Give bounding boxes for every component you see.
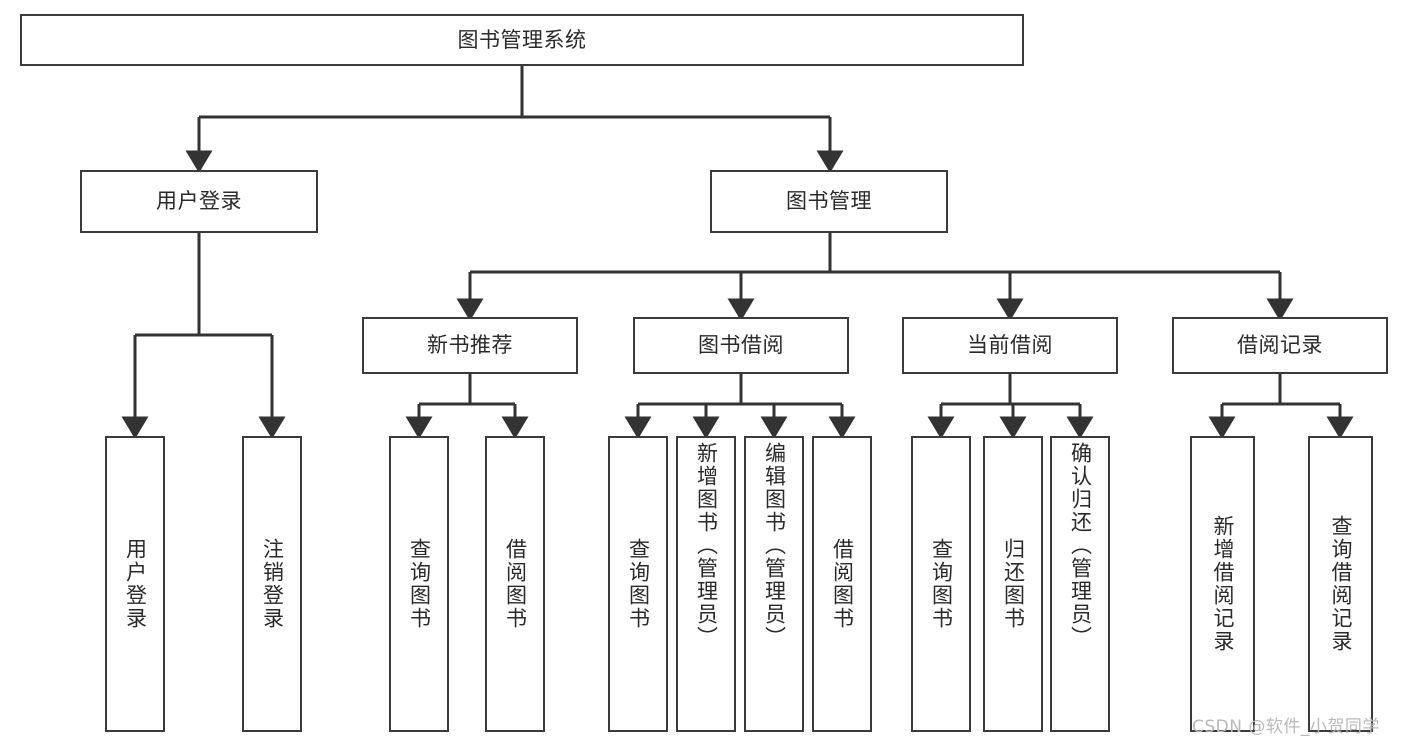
node-leaf-query-book-current[interactable]: 查询图书: [911, 436, 971, 732]
node-leaf-edit-book-admin[interactable]: 编辑图书（管理员）: [744, 436, 804, 732]
csdn-watermark: CSDN @软件_小贺同学: [1192, 717, 1380, 737]
node-leaf-query-book-recommend-label: 查询图书: [407, 538, 432, 630]
node-leaf-query-book-borrow-label: 查询图书: [626, 538, 651, 630]
node-book-management[interactable]: 图书管理: [710, 170, 948, 233]
node-leaf-edit-book-admin-label: 编辑图书（管理员）: [762, 442, 787, 649]
connectors-new-book-recommend: [405, 374, 529, 439]
node-leaf-return-book[interactable]: 归还图书: [983, 436, 1043, 732]
node-new-book-recommend-label: 新书推荐: [427, 333, 513, 358]
node-borrow-record[interactable]: 借阅记录: [1172, 317, 1388, 374]
node-leaf-return-book-label: 归还图书: [1001, 538, 1026, 630]
node-current-borrow-label: 当前借阅: [967, 333, 1053, 358]
node-root-system[interactable]: 图书管理系统: [20, 14, 1024, 66]
node-leaf-query-borrow-record[interactable]: 查询借阅记录: [1308, 436, 1373, 732]
node-leaf-query-book-current-label: 查询图书: [929, 538, 954, 630]
node-leaf-add-borrow-record-label: 新增借阅记录: [1210, 515, 1235, 653]
node-leaf-user-login-label: 用户登录: [123, 538, 148, 630]
node-leaf-add-book-admin-label: 新增图书（管理员）: [694, 442, 719, 649]
node-leaf-query-book-borrow[interactable]: 查询图书: [608, 436, 668, 732]
node-leaf-confirm-return-admin[interactable]: 确认归还（管理员）: [1050, 436, 1110, 732]
connectors-root: [185, 66, 844, 173]
node-leaf-user-login[interactable]: 用户登录: [105, 436, 165, 732]
node-borrow-record-label: 借阅记录: [1237, 333, 1323, 358]
connectors-book-borrow: [624, 374, 856, 439]
connectors-user-login: [121, 233, 286, 439]
node-leaf-borrow-book-label: 借阅图书: [830, 538, 855, 630]
node-user-login-label: 用户登录: [156, 189, 242, 214]
node-leaf-borrow-book[interactable]: 借阅图书: [812, 436, 872, 732]
node-current-borrow[interactable]: 当前借阅: [902, 317, 1118, 374]
node-leaf-query-borrow-record-label: 查询借阅记录: [1328, 515, 1353, 653]
node-leaf-borrow-book-recommend-label: 借阅图书: [503, 538, 528, 630]
node-leaf-add-borrow-record[interactable]: 新增借阅记录: [1190, 436, 1255, 732]
node-book-management-label: 图书管理: [786, 189, 872, 214]
node-new-book-recommend[interactable]: 新书推荐: [362, 317, 578, 374]
node-user-login[interactable]: 用户登录: [80, 170, 318, 233]
connectors-book-management: [456, 233, 1294, 321]
node-leaf-logout-login-label: 注销登录: [260, 538, 285, 630]
node-leaf-confirm-return-admin-label: 确认归还（管理员）: [1068, 442, 1093, 649]
node-book-borrow-label: 图书借阅: [698, 333, 784, 358]
node-book-borrow[interactable]: 图书借阅: [633, 317, 849, 374]
node-leaf-borrow-book-recommend[interactable]: 借阅图书: [485, 436, 545, 732]
node-leaf-logout-login[interactable]: 注销登录: [242, 436, 302, 732]
node-leaf-query-book-recommend[interactable]: 查询图书: [389, 436, 449, 732]
node-leaf-add-book-admin[interactable]: 新增图书（管理员）: [676, 436, 736, 732]
node-root-system-label: 图书管理系统: [457, 27, 587, 52]
connectors-current-borrow: [927, 374, 1094, 439]
connectors-borrow-record: [1208, 374, 1354, 439]
